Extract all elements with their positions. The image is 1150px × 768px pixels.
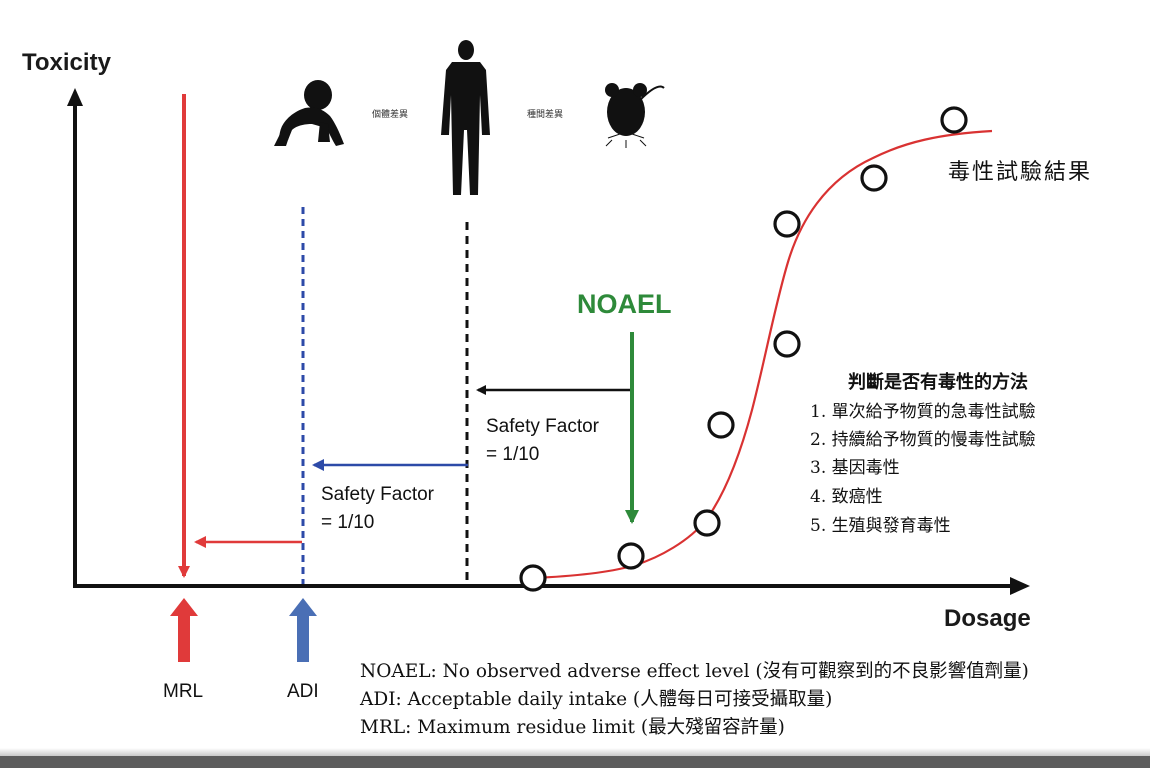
standing-man-icon [441, 40, 490, 195]
rat-icon [605, 83, 665, 148]
data-point [773, 210, 801, 238]
safety-factor-1-line2: = 1/10 [486, 444, 539, 465]
data-point [773, 330, 801, 358]
safety-factor-2-line1: Safety Factor [321, 484, 435, 505]
method-item: 2. 持續給予物質的慢毒性試驗 [810, 429, 1036, 450]
y-axis-arrow-icon [67, 88, 83, 106]
data-point [707, 411, 735, 439]
mrl-label: MRL [163, 681, 203, 702]
y-axis-label: Toxicity [22, 49, 112, 76]
bottom-bar [0, 756, 1150, 768]
data-point [693, 509, 721, 537]
toxicity-data-points [519, 106, 968, 592]
x-axis-label: Dosage [944, 605, 1031, 632]
data-point [617, 542, 645, 570]
safety-factor-1-line1: Safety Factor [486, 416, 600, 437]
adi-up-arrow-icon [289, 598, 317, 662]
adi-label: ADI [287, 681, 319, 702]
noael-label: NOAEL [577, 289, 672, 319]
species-variation-label: 種間差異 [527, 108, 563, 120]
data-point [940, 106, 968, 134]
methods-title: 判斷是否有毒性的方法 [848, 371, 1028, 393]
x-axis-arrow-icon [1010, 577, 1030, 595]
mrl-up-arrow-icon [170, 598, 198, 662]
individual-variation-label: 個體差異 [372, 108, 408, 120]
method-item: 4. 致癌性 [810, 487, 883, 507]
curve-label: 毒性試驗結果 [948, 160, 1092, 185]
dose-response-curve [532, 129, 993, 580]
axes: Toxicity Dosage [22, 49, 1031, 632]
legend-adi: ADI: Acceptable daily intake (人體每日可接受攝取量… [359, 689, 832, 710]
method-item: 3. 基因毒性 [810, 458, 900, 478]
method-item: 5. 生殖與發育毒性 [810, 516, 951, 536]
data-point [860, 164, 888, 192]
legend-mrl: MRL: Maximum residue limit (最大殘留容許量) [360, 717, 785, 738]
data-point [519, 564, 547, 592]
bottom-shadow [0, 748, 1150, 756]
crawling-baby-icon [274, 80, 344, 146]
legend-noael: NOAEL: No observed adverse effect level … [360, 661, 1029, 682]
method-item: 1. 單次給予物質的急毒性試驗 [810, 402, 1036, 422]
safety-factor-2-line2: = 1/10 [321, 512, 374, 533]
